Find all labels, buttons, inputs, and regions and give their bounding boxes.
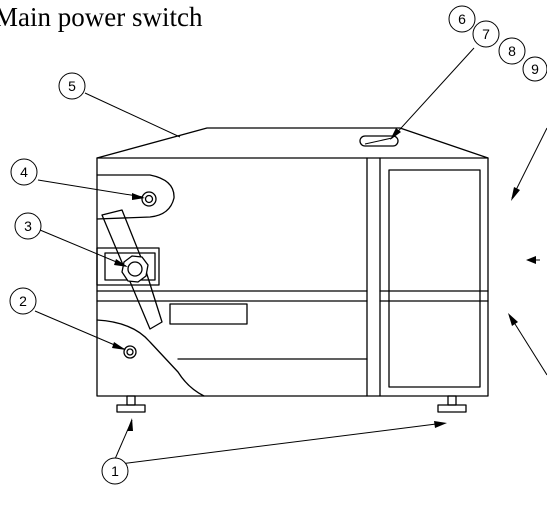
leader-2 [34,310,125,350]
callout-3: 3 [14,212,42,240]
handle-housing-outer [96,247,160,286]
top-control-slot [359,135,399,147]
callout-4: 4 [10,158,38,186]
machine-body [96,127,489,397]
door-window-panel [388,169,481,388]
callout-2-label: 2 [19,293,27,309]
leader-3 [39,229,127,267]
callout-2: 2 [9,287,37,315]
handle-hub-center [127,261,143,277]
handle-hub-nut [121,255,149,283]
callout-1-label: 1 [111,463,119,479]
callout-9-label: 9 [531,61,539,77]
leader-4 [37,179,144,198]
top-lid-outline [96,127,489,159]
callout-7: 7 [472,20,500,48]
foot-left-base [116,404,146,413]
callout-5: 5 [58,72,86,100]
leader-lines [34,47,547,465]
leader-5 [84,92,181,138]
callout-6: 6 [448,5,476,33]
foot-right-base [437,404,467,413]
foot-right-stem [447,395,457,406]
leader-6-9 [391,47,475,139]
callout-4-label: 4 [20,164,28,180]
knob-item-4 [141,191,157,207]
upper-tab-panel [96,174,175,220]
callout-5-label: 5 [68,78,76,94]
top-control-slot-mark [364,137,393,145]
leader-right-lower [509,315,547,376]
feet [116,395,467,413]
callout-8: 8 [498,37,526,65]
knob-item-2 [123,345,137,359]
callout-3-label: 3 [24,218,32,234]
lower-side-panel [96,319,205,397]
callout-1: 1 [101,457,129,485]
callout-8-label: 8 [508,43,516,59]
leader-1-right [119,422,445,465]
callout-9: 9 [522,56,547,82]
display-slot [169,303,248,325]
callout-6-label: 6 [458,11,466,27]
door-handle-assembly [96,209,163,330]
main-power-switch-caption: Main power switch [0,2,203,32]
leader-right-upper [511,127,547,199]
foot-left-stem [126,395,136,406]
callout-7-label: 7 [482,26,490,42]
